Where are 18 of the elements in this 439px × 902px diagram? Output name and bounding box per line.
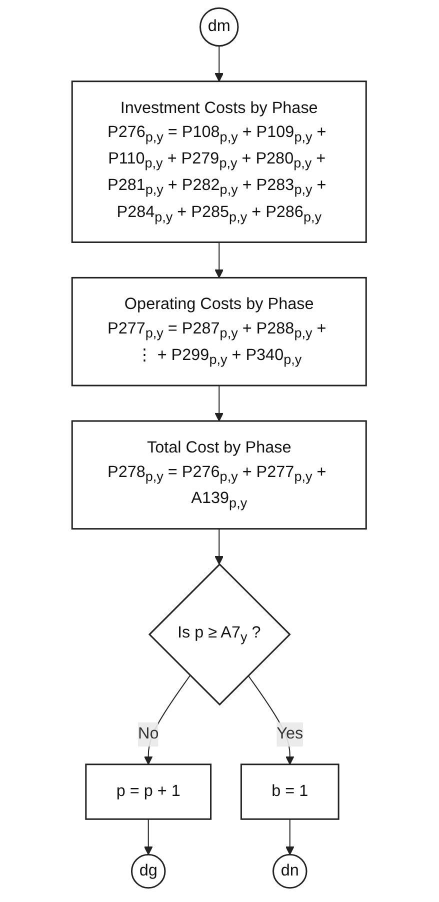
node-box: [72, 80, 368, 243]
edge-label: No: [138, 725, 160, 743]
node-circle: [200, 7, 240, 47]
node-box: [72, 420, 368, 530]
node-circle: [131, 854, 166, 889]
arrow: [215, 242, 224, 278]
arrow: [215, 46, 224, 82]
node-diamond: [148, 563, 292, 706]
node-box: [86, 764, 212, 820]
node-circle: [272, 854, 308, 889]
arrow: [286, 819, 295, 856]
flowchart: No Yes dm Investment Costs by Phase P276$_{p,y}$ = P108$_{p,y}$ + P109$_{p,y}$ + P110$_{p,y}$ + P279$_{p,y}$ + P280$_{p,y}$ + P281$_{p,y}$ + P282$_{p,y}$ + P283$_{p,y}$ + P284$_{p,y}$ + P285$_{p,y}$ + P286$_{p,y}$ Operating Costs by Phase P277$_{p,y}$ = P287$_{p,y}$ + P288$_{p,y}$ + ⋮ + P299$_{p,y}$ + P340$_{p,y}$ Total Cost by Phase P278$_{p,y}$ = P276$_{p,y}$ + P277$_{p,y}$ + A139$_{p,y}$ Is p ≥ A7$_{y}$ ? p = p + 1 dg b = 1 dn: [64, 0, 375, 896]
arrow: [215, 528, 224, 565]
edge-label: Yes: [277, 725, 304, 743]
arrow: [215, 386, 224, 422]
arrow: [144, 819, 154, 856]
node-box: [72, 276, 368, 386]
node-box: [240, 764, 340, 820]
